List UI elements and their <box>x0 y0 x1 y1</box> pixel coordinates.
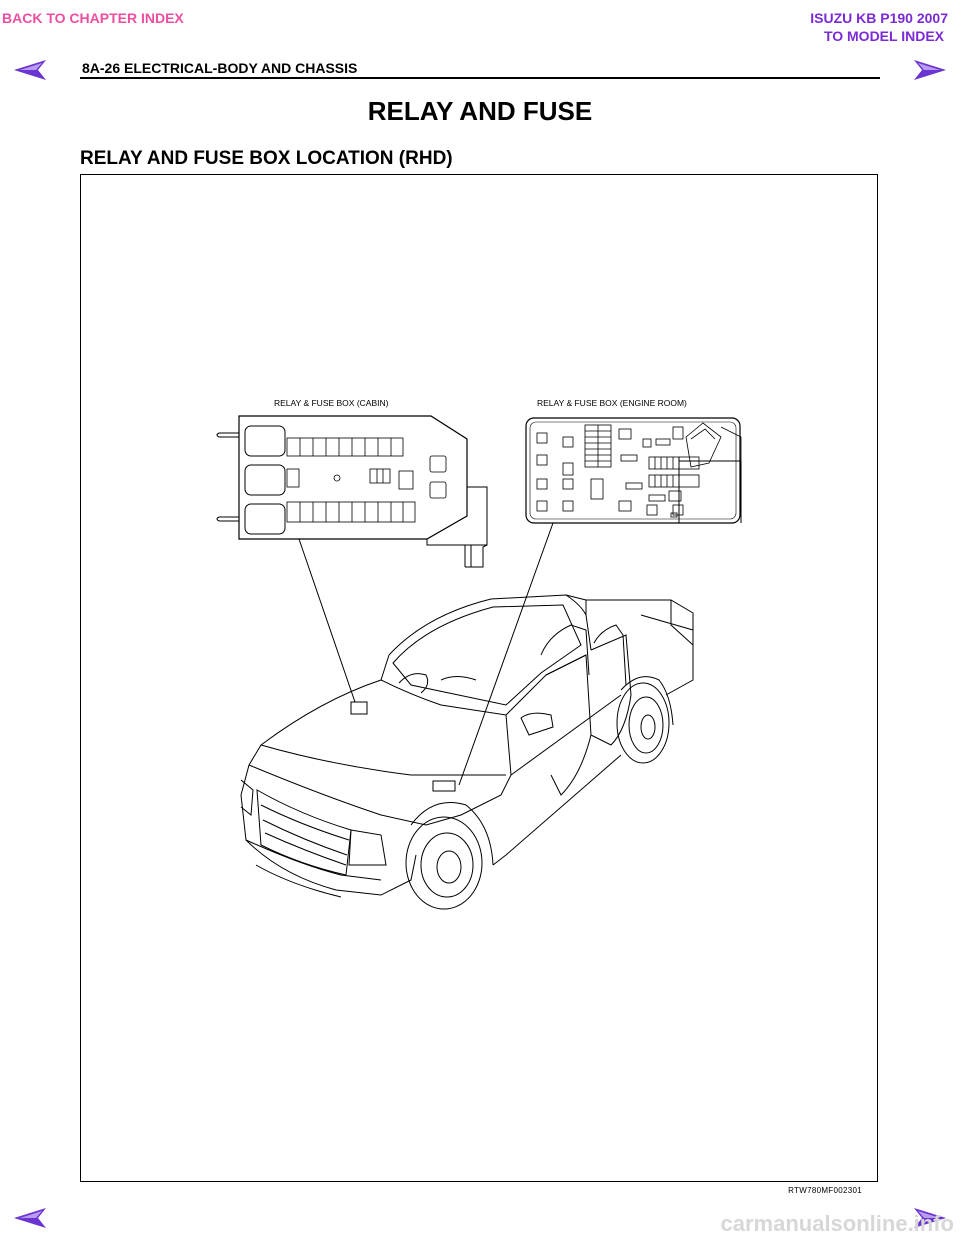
cabin-box-label: RELAY & FUSE BOX (CABIN) <box>274 398 389 408</box>
section-label: 8A-26 ELECTRICAL-BODY AND CHASSIS <box>82 60 358 76</box>
truck-illustration <box>240 594 694 910</box>
model-title-link[interactable]: ISUZU KB P190 2007 <box>810 10 948 26</box>
right-arrow-icon[interactable] <box>912 1206 948 1230</box>
to-model-index-link[interactable]: TO MODEL INDEX <box>823 28 944 44</box>
figure-frame: RELAY & FUSE BOX (CABIN) RELAY & FUSE BO… <box>80 174 878 1182</box>
section-heading: RELAY AND FUSE BOX LOCATION (RHD) <box>80 148 453 169</box>
back-to-chapter-index-link[interactable]: BACK TO CHAPTER INDEX <box>2 10 184 26</box>
header-divider <box>80 77 880 79</box>
engine-room-fuse-box <box>525 417 742 524</box>
right-arrow-icon[interactable] <box>912 58 948 82</box>
relay-fuse-location-diagram: RELAY & FUSE BOX (CABIN) RELAY & FUSE BO… <box>216 398 742 910</box>
left-arrow-icon[interactable] <box>12 58 48 82</box>
cabin-fuse-box <box>216 415 488 568</box>
engine-leader-line <box>458 522 554 786</box>
left-arrow-icon[interactable] <box>12 1206 48 1230</box>
engine-box-label: RELAY & FUSE BOX (ENGINE ROOM) <box>537 398 687 408</box>
cabin-leader-line <box>298 538 357 706</box>
figure-code: RTW780MF002301 <box>788 1186 862 1195</box>
page-title: RELAY AND FUSE <box>367 96 593 126</box>
footer-watermark: carmanualsonline.info <box>720 1211 955 1236</box>
